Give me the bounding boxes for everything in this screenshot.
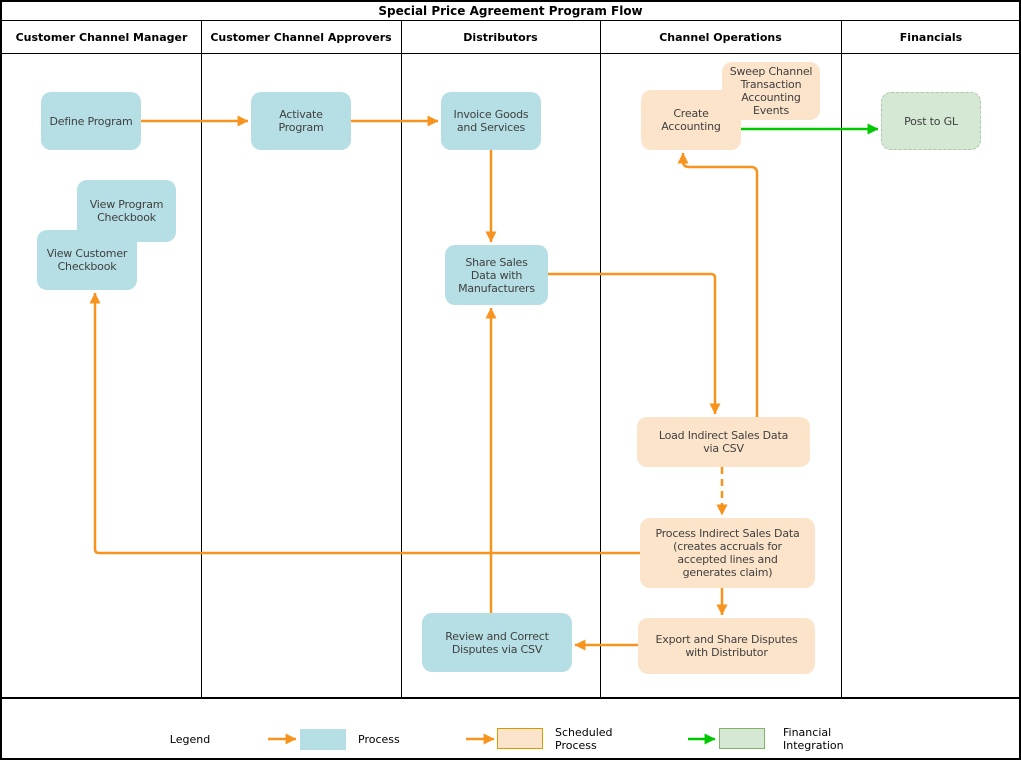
lane-header-financials: Financials [899,31,963,44]
legend-divider [2,697,1019,699]
edge-load-to-create-accounting [677,152,759,417]
legend-financial-swatch [719,728,765,749]
node-view-customer-checkbook: View Customer Checkbook [37,230,137,290]
legend-scheduled-swatch [497,728,543,749]
node-invoice-goods-and-services: Invoice Goods and Services [441,92,541,150]
lane-divider [600,21,601,698]
node-create-accounting: Create Accounting [641,90,741,150]
node-process-indirect-sales-data: Process Indirect Sales Data (creates acc… [640,518,815,588]
lane-divider [401,21,402,698]
legend-scheduled-label: Scheduled Process [555,726,613,752]
lane-divider [201,21,202,698]
node-share-sales-data-with-manufacturers: Share Sales Data with Manufacturers [445,245,548,305]
node-export-and-share-disputes: Export and Share Disputes with Distribut… [638,618,815,674]
node-load-indirect-sales-data: Load Indirect Sales Data via CSV [637,417,810,467]
node-review-and-correct-disputes: Review and Correct Disputes via CSV [422,613,572,672]
lane-divider [841,21,842,698]
lane-header-customer-channel-manager: Customer Channel Manager [15,31,188,44]
lane-header-customer-channel-approvers: Customer Channel Approvers [210,31,392,44]
edge-process-to-view-customer-checkbook [89,292,640,555]
node-activate-program: Activate Program [251,92,351,150]
diagram-title: Special Price Agreement Program Flow [2,2,1019,21]
lane-header-channel-operations: Channel Operations [659,31,782,44]
node-post-to-gl: Post to GL [881,92,981,150]
legend-process-swatch [300,729,346,750]
legend-title: Legend [169,733,211,746]
node-define-program: Define Program [41,92,141,150]
edge-share-sales-to-load [548,272,721,415]
lane-header-distributors: Distributors [463,31,538,44]
header-divider [2,53,1019,54]
legend-financial-label: Financial Integration [783,726,844,752]
legend-process-label: Process [358,733,400,746]
